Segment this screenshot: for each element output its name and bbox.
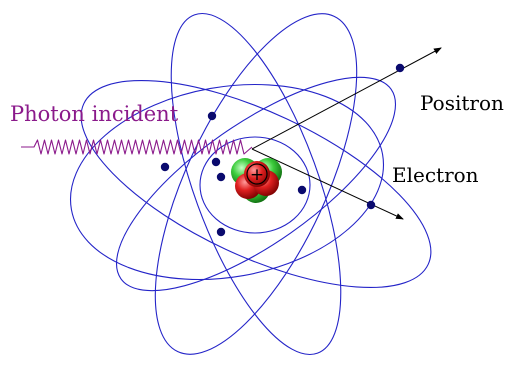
electron-dot: [160, 162, 170, 172]
electron-orbits: [69, 12, 432, 356]
photon-wave: [21, 139, 253, 155]
orbit-vertical-left: [154, 13, 358, 355]
electron-dot: [216, 227, 226, 237]
ejected-electron-dot: [366, 200, 376, 210]
positron-label: Positron: [420, 91, 504, 115]
positron-dot: [395, 63, 405, 73]
electron-label: Electron: [392, 163, 479, 187]
electron-dot: [211, 157, 221, 167]
proton: [244, 161, 270, 187]
orbit-vertical-right: [170, 12, 342, 356]
photon-label: Photon incident: [10, 102, 179, 126]
proton-charge-symbol: +: [250, 165, 264, 185]
orbit-inner: [199, 136, 311, 234]
nucleus: +: [231, 158, 282, 203]
orbit-wide: [69, 83, 385, 281]
electrons: [160, 63, 405, 237]
electron-track: [251, 148, 404, 220]
orbit-tilted-right: [80, 79, 432, 289]
electron-dot: [207, 111, 217, 121]
electron-dot: [297, 185, 307, 195]
electron-dot: [216, 172, 226, 182]
orbit-tilted-left: [115, 76, 397, 292]
proton-charge-ring: [246, 163, 268, 185]
positron-track: [251, 47, 442, 150]
